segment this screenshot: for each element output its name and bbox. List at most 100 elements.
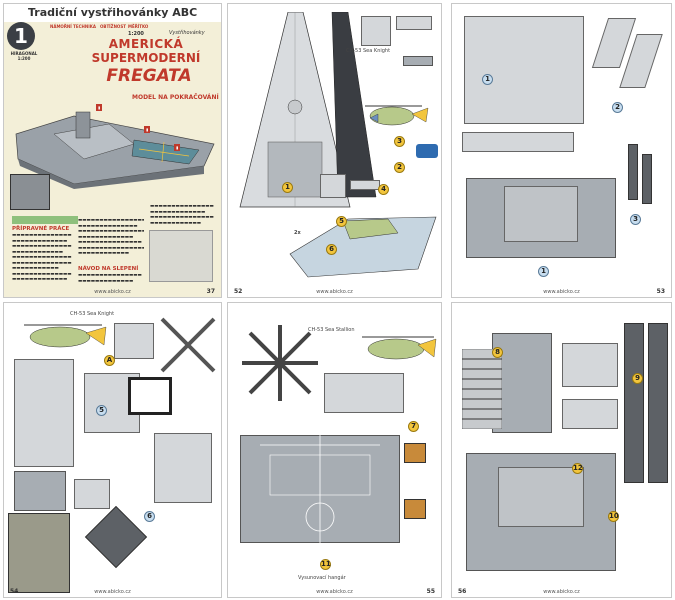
ship-photo xyxy=(149,230,213,282)
step-5: 5 xyxy=(336,216,347,227)
superstructure-deck xyxy=(464,16,584,124)
step-12: 12 xyxy=(572,463,583,474)
step-b5: 5 xyxy=(96,405,107,416)
side-strip-a xyxy=(624,323,644,483)
gun-mount-part xyxy=(84,505,148,569)
part-block-a xyxy=(324,373,404,413)
crane-part-b xyxy=(404,499,426,519)
scale-label: MĚŘÍTKO xyxy=(128,24,149,29)
deck-grid xyxy=(498,467,584,527)
part-block-b xyxy=(562,399,618,429)
text-column-3: ▬▬▬▬▬▬▬▬▬▬▬▬▬▬▬▬▬▬▬▬▬▬▬▬▬▬▬▬ xyxy=(78,273,142,284)
footer-url: www.abicko.cz xyxy=(316,289,353,295)
step-11: 11 xyxy=(320,559,331,570)
footer-url: www.abicko.cz xyxy=(543,289,580,295)
parts-sheet-6: 8 9 10 12 www.abicko.cz 56 xyxy=(451,302,672,598)
page-number: 54 xyxy=(10,588,19,595)
step-6: 6 xyxy=(326,244,337,255)
crane-part-a xyxy=(404,443,426,463)
callout-label-3: ▮ xyxy=(174,144,181,151)
section-prep-title: PŘÍPRAVNÉ PRÁCE xyxy=(12,226,70,232)
helicopter-label: CH-53 Sea Knight xyxy=(70,311,115,317)
abc-logo xyxy=(416,144,438,158)
helicopter-part xyxy=(365,105,429,126)
hangar-inset-photo xyxy=(10,174,50,210)
page-number: 37 xyxy=(206,288,215,295)
section-build-title: NÁVOD NA SLEPENÍ xyxy=(78,266,139,272)
part-block-c xyxy=(403,56,433,66)
page-number: 53 xyxy=(656,288,665,295)
step-a: A xyxy=(104,355,115,366)
text-column-1: ▬▬▬▬▬▬▬▬▬▬▬▬▬▬▬▬▬▬▬▬▬▬▬▬▬▬▬▬▬▬▬▬▬▬▬▬▬▬▬▬… xyxy=(12,233,72,282)
funnel-panel xyxy=(154,433,212,503)
step-4: 4 xyxy=(378,184,389,195)
helicopter-label: CH-53 Sea Knight xyxy=(346,48,391,54)
step-9: 9 xyxy=(632,373,643,384)
step-b4: 1 xyxy=(538,266,549,277)
part-block-b xyxy=(396,16,432,30)
page-number: 56 xyxy=(458,588,467,595)
frigate-render xyxy=(15,111,215,189)
callout-label-2: ▮ xyxy=(144,126,151,133)
hull-deck-part xyxy=(239,12,351,208)
part-block-b xyxy=(14,471,66,511)
title-line-1: AMERICKÁ xyxy=(108,37,184,51)
part-block-e xyxy=(350,180,380,190)
series-header: Tradiční vystřihovánky ABC xyxy=(4,4,221,22)
twin-part-label: 2x xyxy=(294,230,301,236)
part-block-a xyxy=(114,323,154,359)
author-label: Vystřihovánky xyxy=(169,30,205,36)
step-1: 1 xyxy=(282,182,293,193)
footer-url: www.abicko.cz xyxy=(94,289,131,295)
cover-page: Tradiční vystřihovánky ABC 1 HIRAGONAL 1… xyxy=(3,3,222,298)
hull-side-part xyxy=(331,12,377,198)
page-number: 52 xyxy=(234,288,243,295)
bridge-panel xyxy=(14,359,74,467)
category-label: NÁMOŘNÍ TECHNIKA xyxy=(50,24,96,29)
step-b1: 1 xyxy=(482,74,493,85)
model-photo xyxy=(8,513,70,593)
step-2: 2 xyxy=(394,162,405,173)
step-b3: 3 xyxy=(630,214,641,225)
helicopter-label: CH-53 Sea Stallion xyxy=(308,327,355,333)
part-block-c xyxy=(74,479,110,509)
parts-sheet-2: CH-53 Sea Knight 2x 1 2 3 4 5 6 www.abic… xyxy=(227,3,442,298)
name-plate xyxy=(128,377,172,415)
deck-caption: Vysunovací hangár xyxy=(298,575,346,581)
issue-badge: 1 xyxy=(7,22,35,50)
step-b2: 2 xyxy=(612,102,623,113)
instructions-banner xyxy=(12,216,78,224)
footer-url: www.abicko.cz xyxy=(543,589,580,595)
subtitle: MODEL NA POKRAČOVÁNÍ xyxy=(132,94,219,101)
title-line-2: SUPERMODERNÍ xyxy=(91,51,201,65)
parts-sheet-4: CH-53 Sea Knight 5 6 A www.abicko.cz 54 xyxy=(3,302,222,598)
title-line-3: FREGATA xyxy=(106,66,192,86)
louvre-panel xyxy=(462,349,502,429)
step-b6: 6 xyxy=(144,511,155,522)
parts-sheet-3: 1 2 3 1 www.abicko.cz 53 xyxy=(451,3,672,298)
issue-badge-sub: HIRAGONAL 1:200 xyxy=(10,51,38,61)
difficulty-label: OBTÍŽNOST xyxy=(100,24,126,29)
step-10: 10 xyxy=(608,511,619,522)
text-column-4: ▬▬▬▬▬▬▬▬▬▬▬▬▬▬▬▬▬▬▬▬▬▬▬▬▬▬▬▬▬▬▬▬▬▬▬▬▬▬▬▬… xyxy=(150,204,214,226)
antenna-column-b xyxy=(642,154,652,204)
side-strip-b xyxy=(648,323,668,483)
step-3: 3 xyxy=(394,136,405,147)
helicopter-part xyxy=(362,336,437,360)
step-7: 7 xyxy=(408,421,419,432)
step-8: 8 xyxy=(492,347,503,358)
page-number: 55 xyxy=(426,588,435,595)
hangar-floor xyxy=(504,186,578,242)
footer-url: www.abicko.cz xyxy=(316,589,353,595)
text-column-2: ▬▬▬▬▬▬▬▬▬▬▬▬▬▬▬▬▬▬▬▬▬▬▬▬▬▬▬▬▬▬▬▬▬▬▬▬▬▬▬▬… xyxy=(78,218,144,256)
info-strip: NÁMOŘNÍ TECHNIKA OBTÍŽNOST MĚŘÍTKO 1:200 xyxy=(50,22,160,44)
helicopter-part xyxy=(24,324,107,348)
series-title: Tradiční vystřihovánky ABC xyxy=(28,6,198,19)
hull-lower-part xyxy=(289,216,437,278)
part-block-a xyxy=(361,16,391,46)
callout-label-1: ▮ xyxy=(96,104,103,111)
rotor-cross-part xyxy=(160,317,216,373)
part-block-d xyxy=(320,174,346,198)
mast-strip xyxy=(462,132,574,152)
footer-url: www.abicko.cz xyxy=(94,589,131,595)
